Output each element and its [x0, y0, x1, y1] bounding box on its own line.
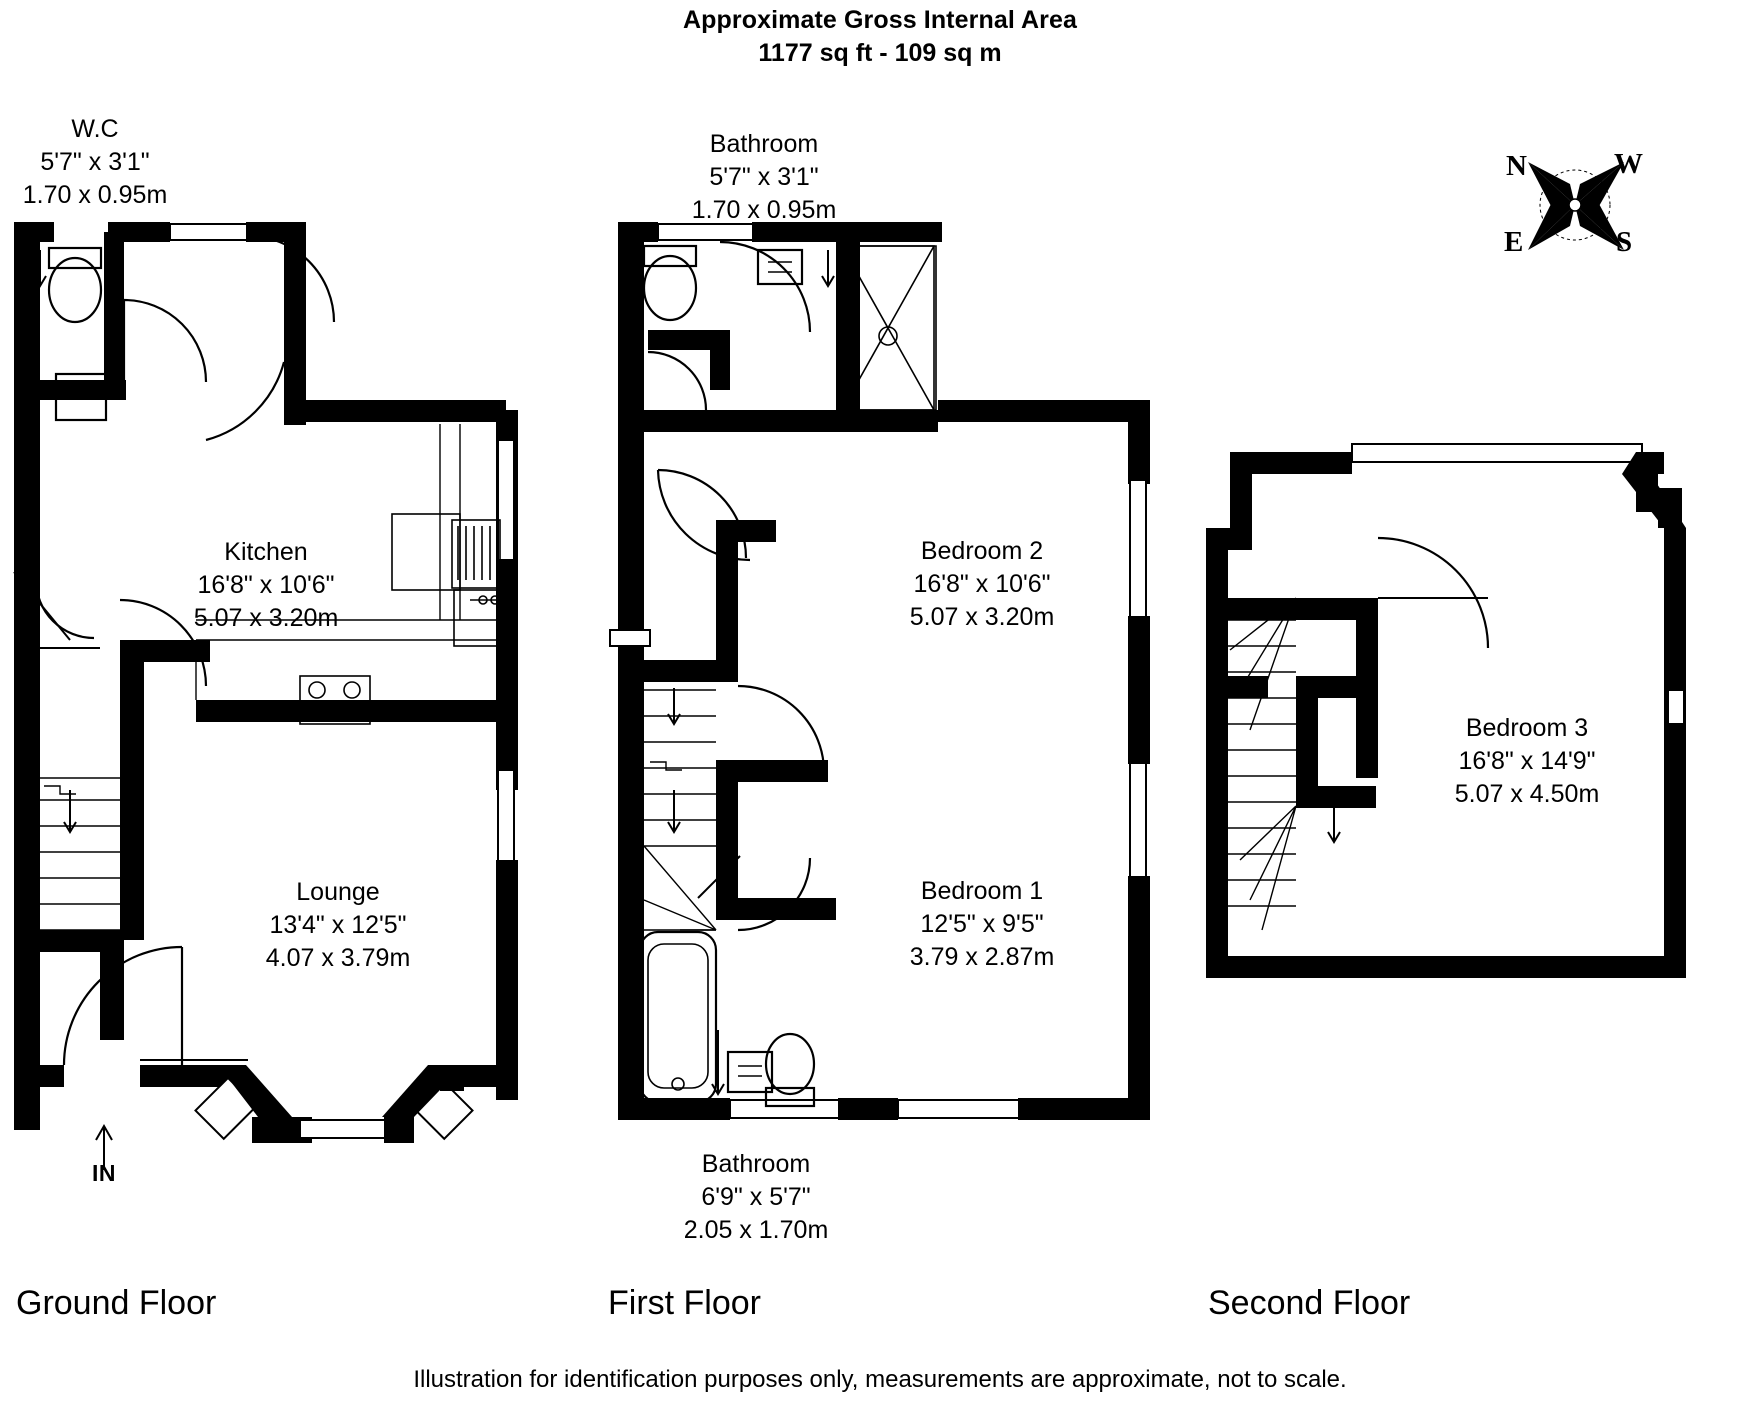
room-label-bathroom-upper: Bathroom 5'7" x 3'1" 1.70 x 0.95m — [640, 128, 888, 227]
room-dimensions-imperial: 13'4" x 12'5" — [269, 911, 407, 939]
room-dimensions-metric: 4.07 x 3.79m — [265, 944, 411, 972]
room-label-bathroom-lower: Bathroom 6'9" x 5'7" 2.05 x 1.70m — [636, 1148, 876, 1247]
room-label-bedroom-2: Bedroom 2 16'8" x 10'6" 5.07 x 3.20m — [866, 535, 1098, 634]
compass-west-label: W — [1614, 148, 1643, 180]
second-floor-plan — [1206, 443, 1686, 978]
room-dimensions-metric: 5.07 x 3.20m — [909, 603, 1055, 631]
room-name: Bathroom — [701, 1150, 811, 1178]
room-name: Kitchen — [224, 538, 308, 566]
floor-title-second: Second Floor — [1208, 1284, 1411, 1322]
room-name: W.C — [71, 115, 119, 143]
second-stairs — [1228, 597, 1341, 931]
page-header: Approximate Gross Internal Area 1177 sq … — [0, 4, 1760, 70]
compass-rose: N W E S — [1500, 150, 1650, 260]
room-dimensions-imperial: 6'9" x 5'7" — [701, 1183, 811, 1211]
room-dimensions-imperial: 5'7" x 3'1" — [709, 163, 819, 191]
room-dimensions-imperial: 16'8" x 10'6" — [913, 570, 1051, 598]
room-label-bedroom-3: Bedroom 3 16'8" x 14'9" 5.07 x 4.50m — [1408, 712, 1646, 811]
room-dimensions-metric: 5.07 x 4.50m — [1454, 780, 1600, 808]
room-dimensions-metric: 1.70 x 0.95m — [22, 181, 168, 209]
room-label-wc: W.C 5'7" x 3'1" 1.70 x 0.95m — [0, 113, 190, 212]
room-dimensions-metric: 1.70 x 0.95m — [691, 196, 837, 224]
first-stairs — [643, 688, 717, 931]
compass-east-label: E — [1504, 226, 1524, 258]
room-dimensions-metric: 3.79 x 2.87m — [909, 943, 1055, 971]
entrance-in-label: IN — [92, 1160, 116, 1186]
first-floor-plan — [609, 222, 1150, 1120]
room-name: Bathroom — [709, 130, 819, 158]
room-dimensions-metric: 5.07 x 3.20m — [193, 604, 339, 632]
room-name: Bedroom 2 — [920, 537, 1044, 565]
compass-star-icon — [1528, 162, 1624, 250]
ground-floor-plan — [13, 222, 518, 1170]
compass-north-label: N — [1506, 150, 1527, 182]
room-name: Lounge — [296, 878, 380, 906]
room-label-bedroom-1: Bedroom 1 12'5" x 9'5" 3.79 x 2.87m — [866, 875, 1098, 974]
room-name: Bedroom 1 — [920, 877, 1044, 905]
room-name: Bedroom 3 — [1465, 714, 1589, 742]
room-dimensions-metric: 2.05 x 1.70m — [683, 1216, 829, 1244]
gross-internal-area: 1177 sq ft - 109 sq m — [758, 38, 1002, 67]
floor-title-first: First Floor — [608, 1284, 761, 1322]
disclaimer-note: Illustration for identification purposes… — [413, 1366, 1347, 1393]
room-dimensions-imperial: 12'5" x 9'5" — [920, 910, 1044, 938]
page-title: Approximate Gross Internal Area — [683, 6, 1077, 34]
floor-title-ground: Ground Floor — [16, 1284, 217, 1322]
room-dimensions-imperial: 16'8" x 14'9" — [1458, 747, 1596, 775]
room-label-kitchen: Kitchen 16'8" x 10'6" 5.07 x 3.20m — [150, 536, 382, 635]
ground-stairs — [40, 777, 122, 931]
compass-south-label: S — [1616, 226, 1633, 258]
room-dimensions-imperial: 5'7" x 3'1" — [40, 148, 150, 176]
room-dimensions-imperial: 16'8" x 10'6" — [197, 571, 335, 599]
room-label-lounge: Lounge 13'4" x 12'5" 4.07 x 3.79m — [222, 876, 454, 975]
